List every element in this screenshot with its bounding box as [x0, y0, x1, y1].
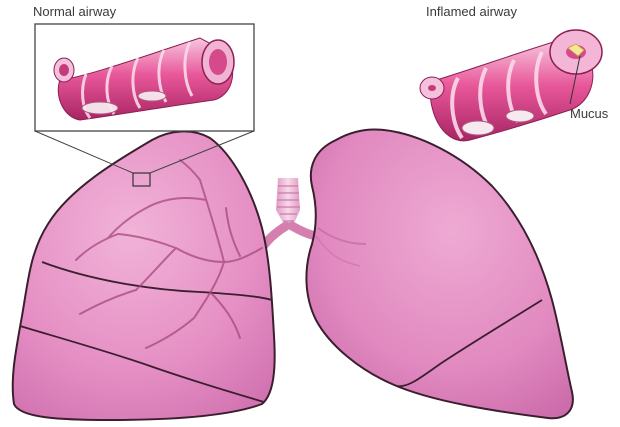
mucus-label: Mucus	[570, 106, 608, 121]
trachea	[262, 178, 316, 248]
normal-airway-label: Normal airway	[33, 4, 116, 19]
inflamed-airway-label: Inflamed airway	[426, 4, 517, 19]
inflamed-airway	[420, 30, 602, 141]
right-lung	[306, 129, 572, 418]
left-lung	[13, 131, 275, 420]
